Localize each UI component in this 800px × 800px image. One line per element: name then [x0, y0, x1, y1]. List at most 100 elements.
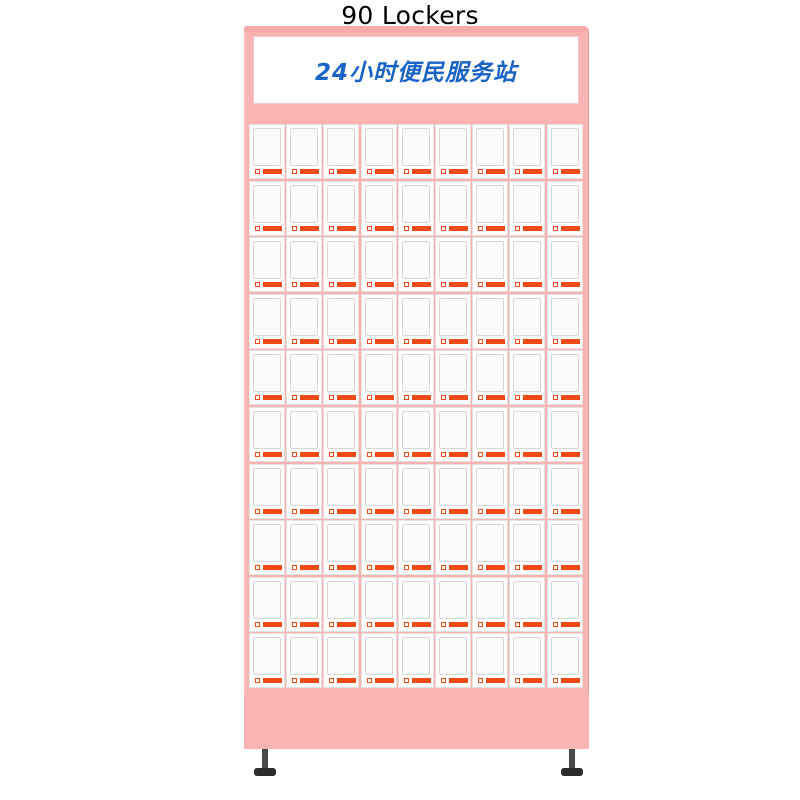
locker-door[interactable]: [323, 237, 360, 293]
locker-window: [438, 241, 467, 280]
locker-door[interactable]: [249, 237, 285, 293]
locker-door[interactable]: [286, 520, 323, 576]
locker-window: [327, 128, 356, 166]
locker-door[interactable]: [323, 350, 360, 406]
locker-door[interactable]: [434, 124, 471, 179]
locker-door[interactable]: [472, 350, 509, 406]
locker-door[interactable]: [249, 350, 285, 406]
locker-door[interactable]: [323, 520, 360, 576]
locker-door[interactable]: [509, 633, 546, 689]
locker-door[interactable]: [360, 293, 397, 349]
locker-door[interactable]: [434, 576, 471, 632]
locker-door[interactable]: [360, 463, 397, 519]
locker-door[interactable]: [546, 180, 583, 236]
locker-door[interactable]: [509, 237, 546, 293]
locker-door[interactable]: [286, 576, 323, 632]
locker-window: [290, 580, 319, 619]
locker-door[interactable]: [323, 576, 360, 632]
locker-door[interactable]: [286, 633, 323, 689]
locker-door[interactable]: [472, 576, 509, 632]
locker-door[interactable]: [360, 633, 397, 689]
locker-door[interactable]: [472, 237, 509, 293]
locker-door[interactable]: [546, 633, 583, 689]
locker-door[interactable]: [397, 180, 434, 236]
locker-door[interactable]: [397, 633, 434, 689]
locker-door[interactable]: [360, 124, 397, 179]
locker-door[interactable]: [472, 633, 509, 689]
locker-door[interactable]: [509, 463, 546, 519]
locker-door[interactable]: [472, 180, 509, 236]
locker-window: [550, 467, 579, 506]
locker-door[interactable]: [434, 180, 471, 236]
locker-door[interactable]: [546, 463, 583, 519]
locker-door[interactable]: [472, 520, 509, 576]
locker-door[interactable]: [434, 406, 471, 462]
locker-door[interactable]: [249, 463, 285, 519]
orange-label-icon: [440, 451, 468, 457]
locker-door[interactable]: [249, 406, 285, 462]
locker-door[interactable]: [434, 520, 471, 576]
locker-door[interactable]: [546, 350, 583, 406]
locker-door[interactable]: [509, 350, 546, 406]
locker-door[interactable]: [360, 350, 397, 406]
locker-door[interactable]: [323, 463, 360, 519]
locker-door[interactable]: [472, 406, 509, 462]
locker-door[interactable]: [509, 406, 546, 462]
locker-door[interactable]: [323, 124, 360, 179]
locker-door[interactable]: [434, 293, 471, 349]
locker-window: [253, 241, 281, 280]
locker-door[interactable]: [360, 576, 397, 632]
locker-door[interactable]: [434, 350, 471, 406]
orange-label-icon: [552, 395, 580, 401]
locker-window: [401, 467, 430, 506]
locker-door[interactable]: [360, 406, 397, 462]
locker-door[interactable]: [249, 124, 285, 179]
locker-door[interactable]: [397, 124, 434, 179]
locker-door[interactable]: [397, 350, 434, 406]
locker-door[interactable]: [249, 633, 285, 689]
locker-door[interactable]: [472, 293, 509, 349]
orange-label-icon: [440, 338, 468, 344]
locker-door[interactable]: [249, 576, 285, 632]
locker-door[interactable]: [286, 406, 323, 462]
locker-door[interactable]: [546, 237, 583, 293]
locker-door[interactable]: [472, 463, 509, 519]
cabinet-top-cap: [244, 26, 589, 32]
locker-door[interactable]: [286, 350, 323, 406]
locker-door[interactable]: [360, 520, 397, 576]
locker-door[interactable]: [286, 463, 323, 519]
locker-door[interactable]: [509, 180, 546, 236]
locker-door[interactable]: [286, 180, 323, 236]
locker-door[interactable]: [249, 180, 285, 236]
locker-door[interactable]: [397, 520, 434, 576]
locker-door[interactable]: [397, 463, 434, 519]
locker-door[interactable]: [546, 520, 583, 576]
locker-door[interactable]: [509, 293, 546, 349]
locker-door[interactable]: [360, 180, 397, 236]
locker-door[interactable]: [286, 237, 323, 293]
locker-door[interactable]: [509, 124, 546, 179]
locker-door[interactable]: [434, 237, 471, 293]
locker-door[interactable]: [323, 293, 360, 349]
locker-door[interactable]: [472, 124, 509, 179]
locker-door[interactable]: [323, 180, 360, 236]
locker-door[interactable]: [397, 293, 434, 349]
locker-door[interactable]: [249, 520, 285, 576]
locker-door[interactable]: [286, 124, 323, 179]
locker-door[interactable]: [546, 293, 583, 349]
locker-door[interactable]: [546, 124, 583, 179]
locker-door[interactable]: [249, 293, 285, 349]
locker-door[interactable]: [397, 406, 434, 462]
locker-door[interactable]: [323, 633, 360, 689]
locker-door[interactable]: [434, 633, 471, 689]
locker-door[interactable]: [434, 463, 471, 519]
locker-door[interactable]: [509, 520, 546, 576]
locker-door[interactable]: [397, 576, 434, 632]
locker-door[interactable]: [360, 237, 397, 293]
locker-door[interactable]: [397, 237, 434, 293]
locker-door[interactable]: [546, 576, 583, 632]
locker-door[interactable]: [509, 576, 546, 632]
locker-door[interactable]: [546, 406, 583, 462]
locker-door[interactable]: [286, 293, 323, 349]
locker-door[interactable]: [323, 406, 360, 462]
